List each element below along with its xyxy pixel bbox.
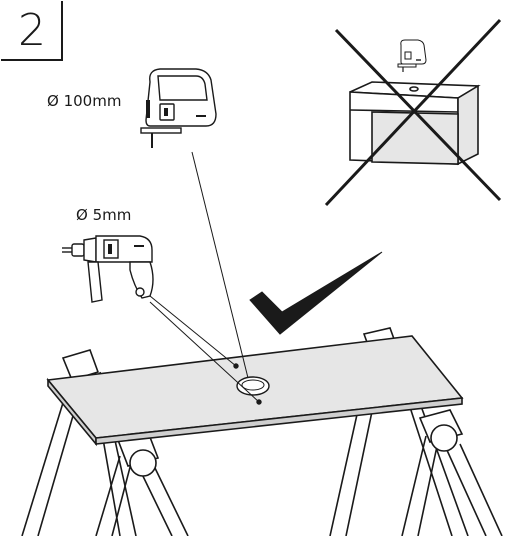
cross-mark-icon [324, 18, 502, 207]
panel-holes [233, 363, 270, 405]
cabinet-shape [349, 81, 481, 166]
check-mark-icon [249, 251, 383, 335]
drill-hole-diameter-label: Ø 5mm [76, 206, 132, 224]
drill-icon [62, 235, 154, 303]
jigsaw-icon [140, 68, 217, 148]
wrong-example [324, 18, 502, 207]
small-jigsaw-icon [397, 39, 427, 72]
jigsaw-hole-diameter-label: Ø 100mm [47, 92, 122, 110]
step-number: 2 [18, 5, 46, 56]
step-number-frame [1, 1, 63, 61]
pointer-lines [149, 151, 260, 403]
